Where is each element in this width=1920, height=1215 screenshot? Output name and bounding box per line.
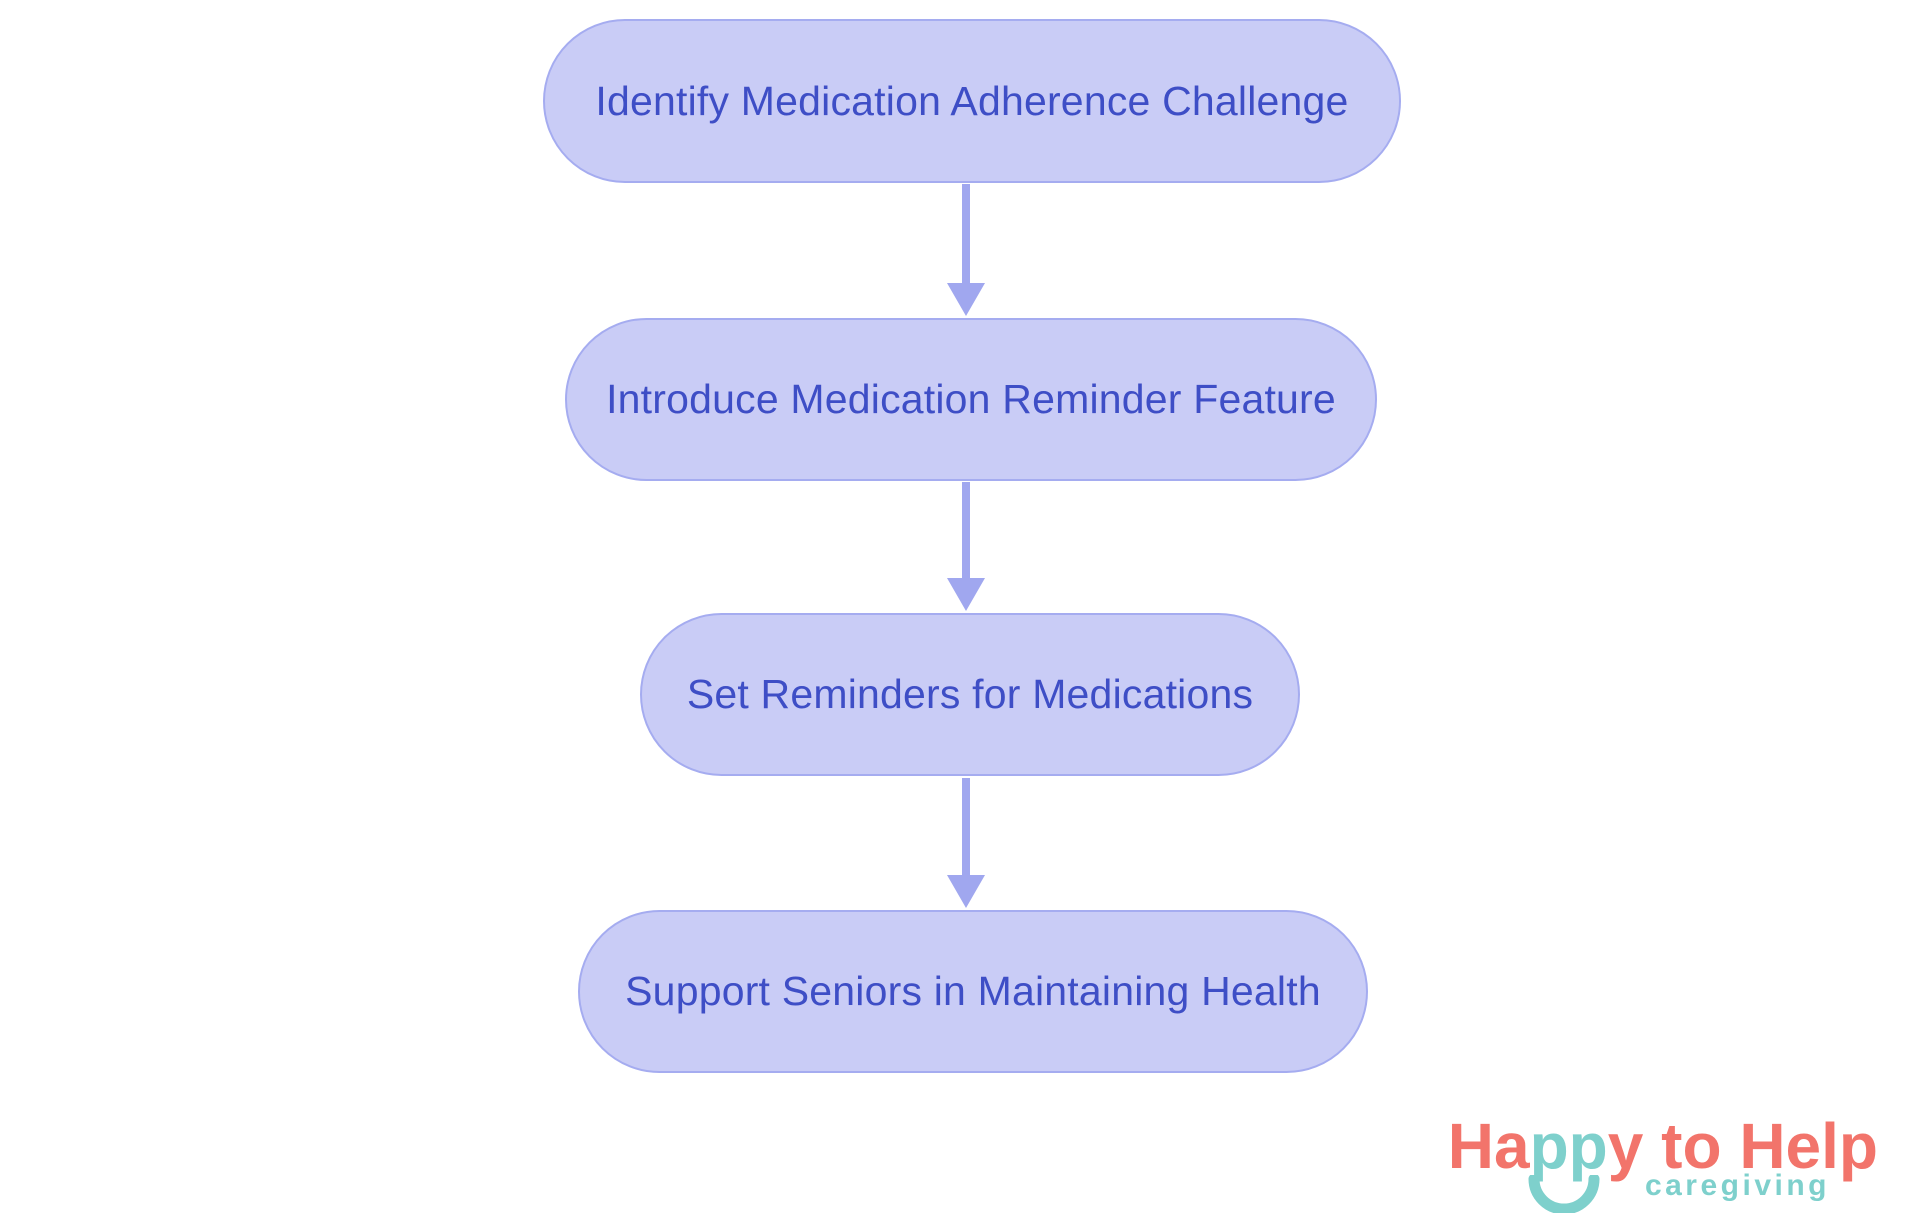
arrow-head-icon [947,875,985,908]
logo-text-y-to-help: y to Help [1607,1110,1878,1182]
arrow-line [962,184,970,283]
smile-icon [1528,1175,1600,1213]
flow-node-set-reminders: Set Reminders for Medications [640,613,1300,776]
flow-node-label: Set Reminders for Medications [686,671,1254,717]
flow-node-identify-challenge: Identify Medication Adherence Challenge [543,19,1401,183]
connector-arrow-3 [947,778,985,908]
flow-node-label: Support Seniors in Maintaining Health [625,968,1321,1014]
logo-text-ha: Ha [1447,1110,1530,1182]
arrow-head-icon [947,578,985,611]
logo-text-pp: pp [1528,1114,1608,1213]
flow-node-support-seniors: Support Seniors in Maintaining Health [578,910,1368,1073]
connector-arrow-1 [947,184,985,316]
logo-subtitle: caregiving [1644,1169,1830,1202]
flow-node-label: Identify Medication Adherence Challenge [595,77,1349,124]
arrow-head-icon [947,283,985,316]
flow-node-label: Introduce Medication Reminder Feature [606,376,1336,422]
flow-node-introduce-feature: Introduce Medication Reminder Feature [565,318,1377,481]
connector-arrow-2 [947,482,985,611]
arrow-line [962,482,970,578]
arrow-line [962,778,970,875]
